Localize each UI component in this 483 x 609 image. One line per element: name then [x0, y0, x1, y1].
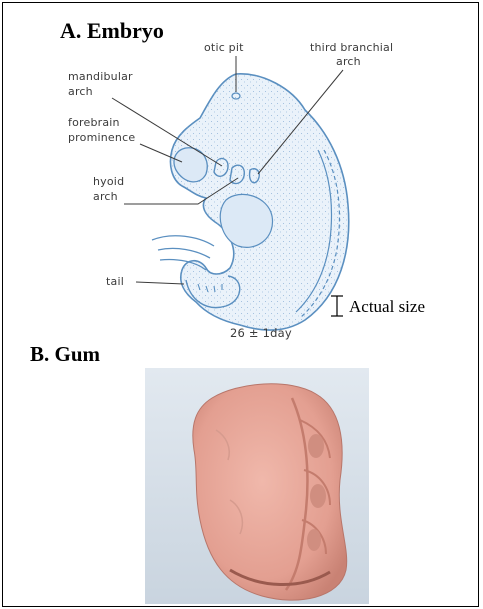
limb-bud [152, 236, 214, 246]
label-forebrain-line1: forebrain [68, 116, 120, 130]
label-otic-pit: otic pit [204, 41, 244, 55]
embryo-age: 26 ± 1day [230, 326, 292, 340]
panel-b-title: B. Gum [30, 342, 100, 367]
scale-label: Actual size [349, 297, 425, 317]
label-hyoid-line2: arch [93, 190, 118, 204]
label-hyoid-line1: hyoid [93, 175, 124, 189]
scale-bar [331, 296, 343, 316]
label-third-branchial-line1: third branchial [310, 41, 393, 55]
label-mandibular-line1: mandibular [68, 70, 133, 84]
label-tail: tail [106, 275, 124, 289]
gum-photo [145, 368, 369, 604]
label-forebrain-line2: prominence [68, 131, 135, 145]
leader-tail [136, 282, 184, 284]
label-third-branchial-line2: arch [336, 55, 361, 69]
embryo-drawing [152, 74, 349, 330]
label-mandibular-line2: arch [68, 85, 93, 99]
heart-bulge [220, 194, 272, 247]
